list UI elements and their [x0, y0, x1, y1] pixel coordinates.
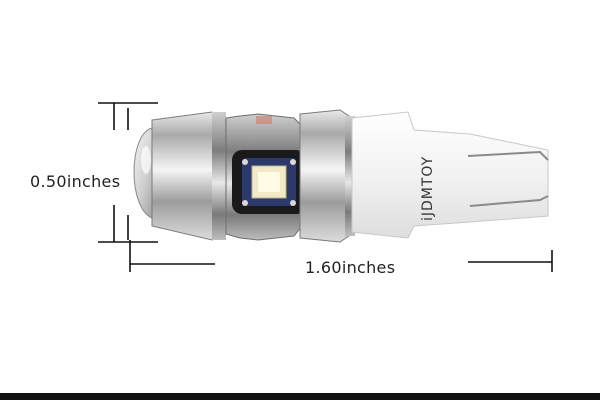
- width-dimension-label: 1.60inches: [305, 258, 396, 277]
- brand-text: iJDMTOY: [420, 156, 436, 221]
- bottom-border: [0, 393, 600, 400]
- front-heat-sink: [151, 111, 226, 241]
- led-chip-housing: [225, 113, 306, 241]
- height-dimension-label: 0.50inches: [30, 172, 121, 191]
- wedge-base: [351, 111, 549, 239]
- width-dimension-lines: [129, 240, 553, 272]
- height-dimension-lines: [98, 102, 158, 243]
- rear-heat-sink: [299, 109, 355, 243]
